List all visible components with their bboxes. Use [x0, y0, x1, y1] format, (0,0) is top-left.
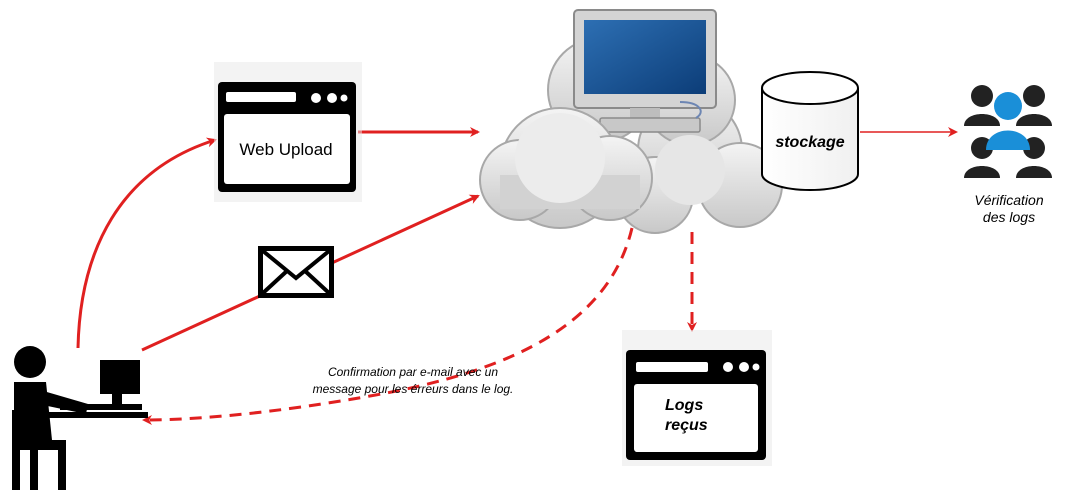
window-dot-icon: [739, 362, 749, 372]
verification-line-1: Vérification: [974, 192, 1044, 208]
confirmation-label: Confirmation par e-mail avec un message …: [268, 364, 558, 398]
verification-line-2: des logs: [982, 209, 1036, 225]
window-dot-icon: [723, 362, 733, 372]
highlighted-user-icon: [994, 92, 1022, 120]
arrow-confirmation-dashed: [142, 227, 634, 425]
window-dot-icon: [327, 93, 337, 103]
database-cylinder-icon: [761, 71, 859, 191]
computer-monitor-icon: [573, 9, 717, 133]
verification-label: Vérification des logs: [944, 192, 1074, 226]
envelope-icon: [258, 246, 334, 298]
window-dot-icon: [340, 94, 348, 102]
storage-label: stockage: [775, 134, 845, 151]
logs-window: [622, 330, 772, 466]
window-dot-icon: [752, 363, 760, 371]
confirmation-line-1: Confirmation par e-mail avec un: [327, 365, 499, 379]
logs-received-label: Logs reçus: [665, 396, 735, 436]
user-at-computer-icon: [12, 346, 148, 490]
logs-received-line-1: Logs: [665, 397, 704, 414]
web-upload-window: [214, 62, 362, 202]
team-users-icon: [964, 85, 1052, 178]
web-upload-label: Web Upload: [239, 140, 333, 159]
window-dot-icon: [311, 93, 321, 103]
confirmation-line-2: message pour les érreurs dans le log.: [312, 382, 514, 396]
arrow-user-to-upload: [76, 137, 217, 349]
logs-received-line-2: reçus: [665, 417, 708, 434]
cloud-front: [479, 107, 725, 229]
